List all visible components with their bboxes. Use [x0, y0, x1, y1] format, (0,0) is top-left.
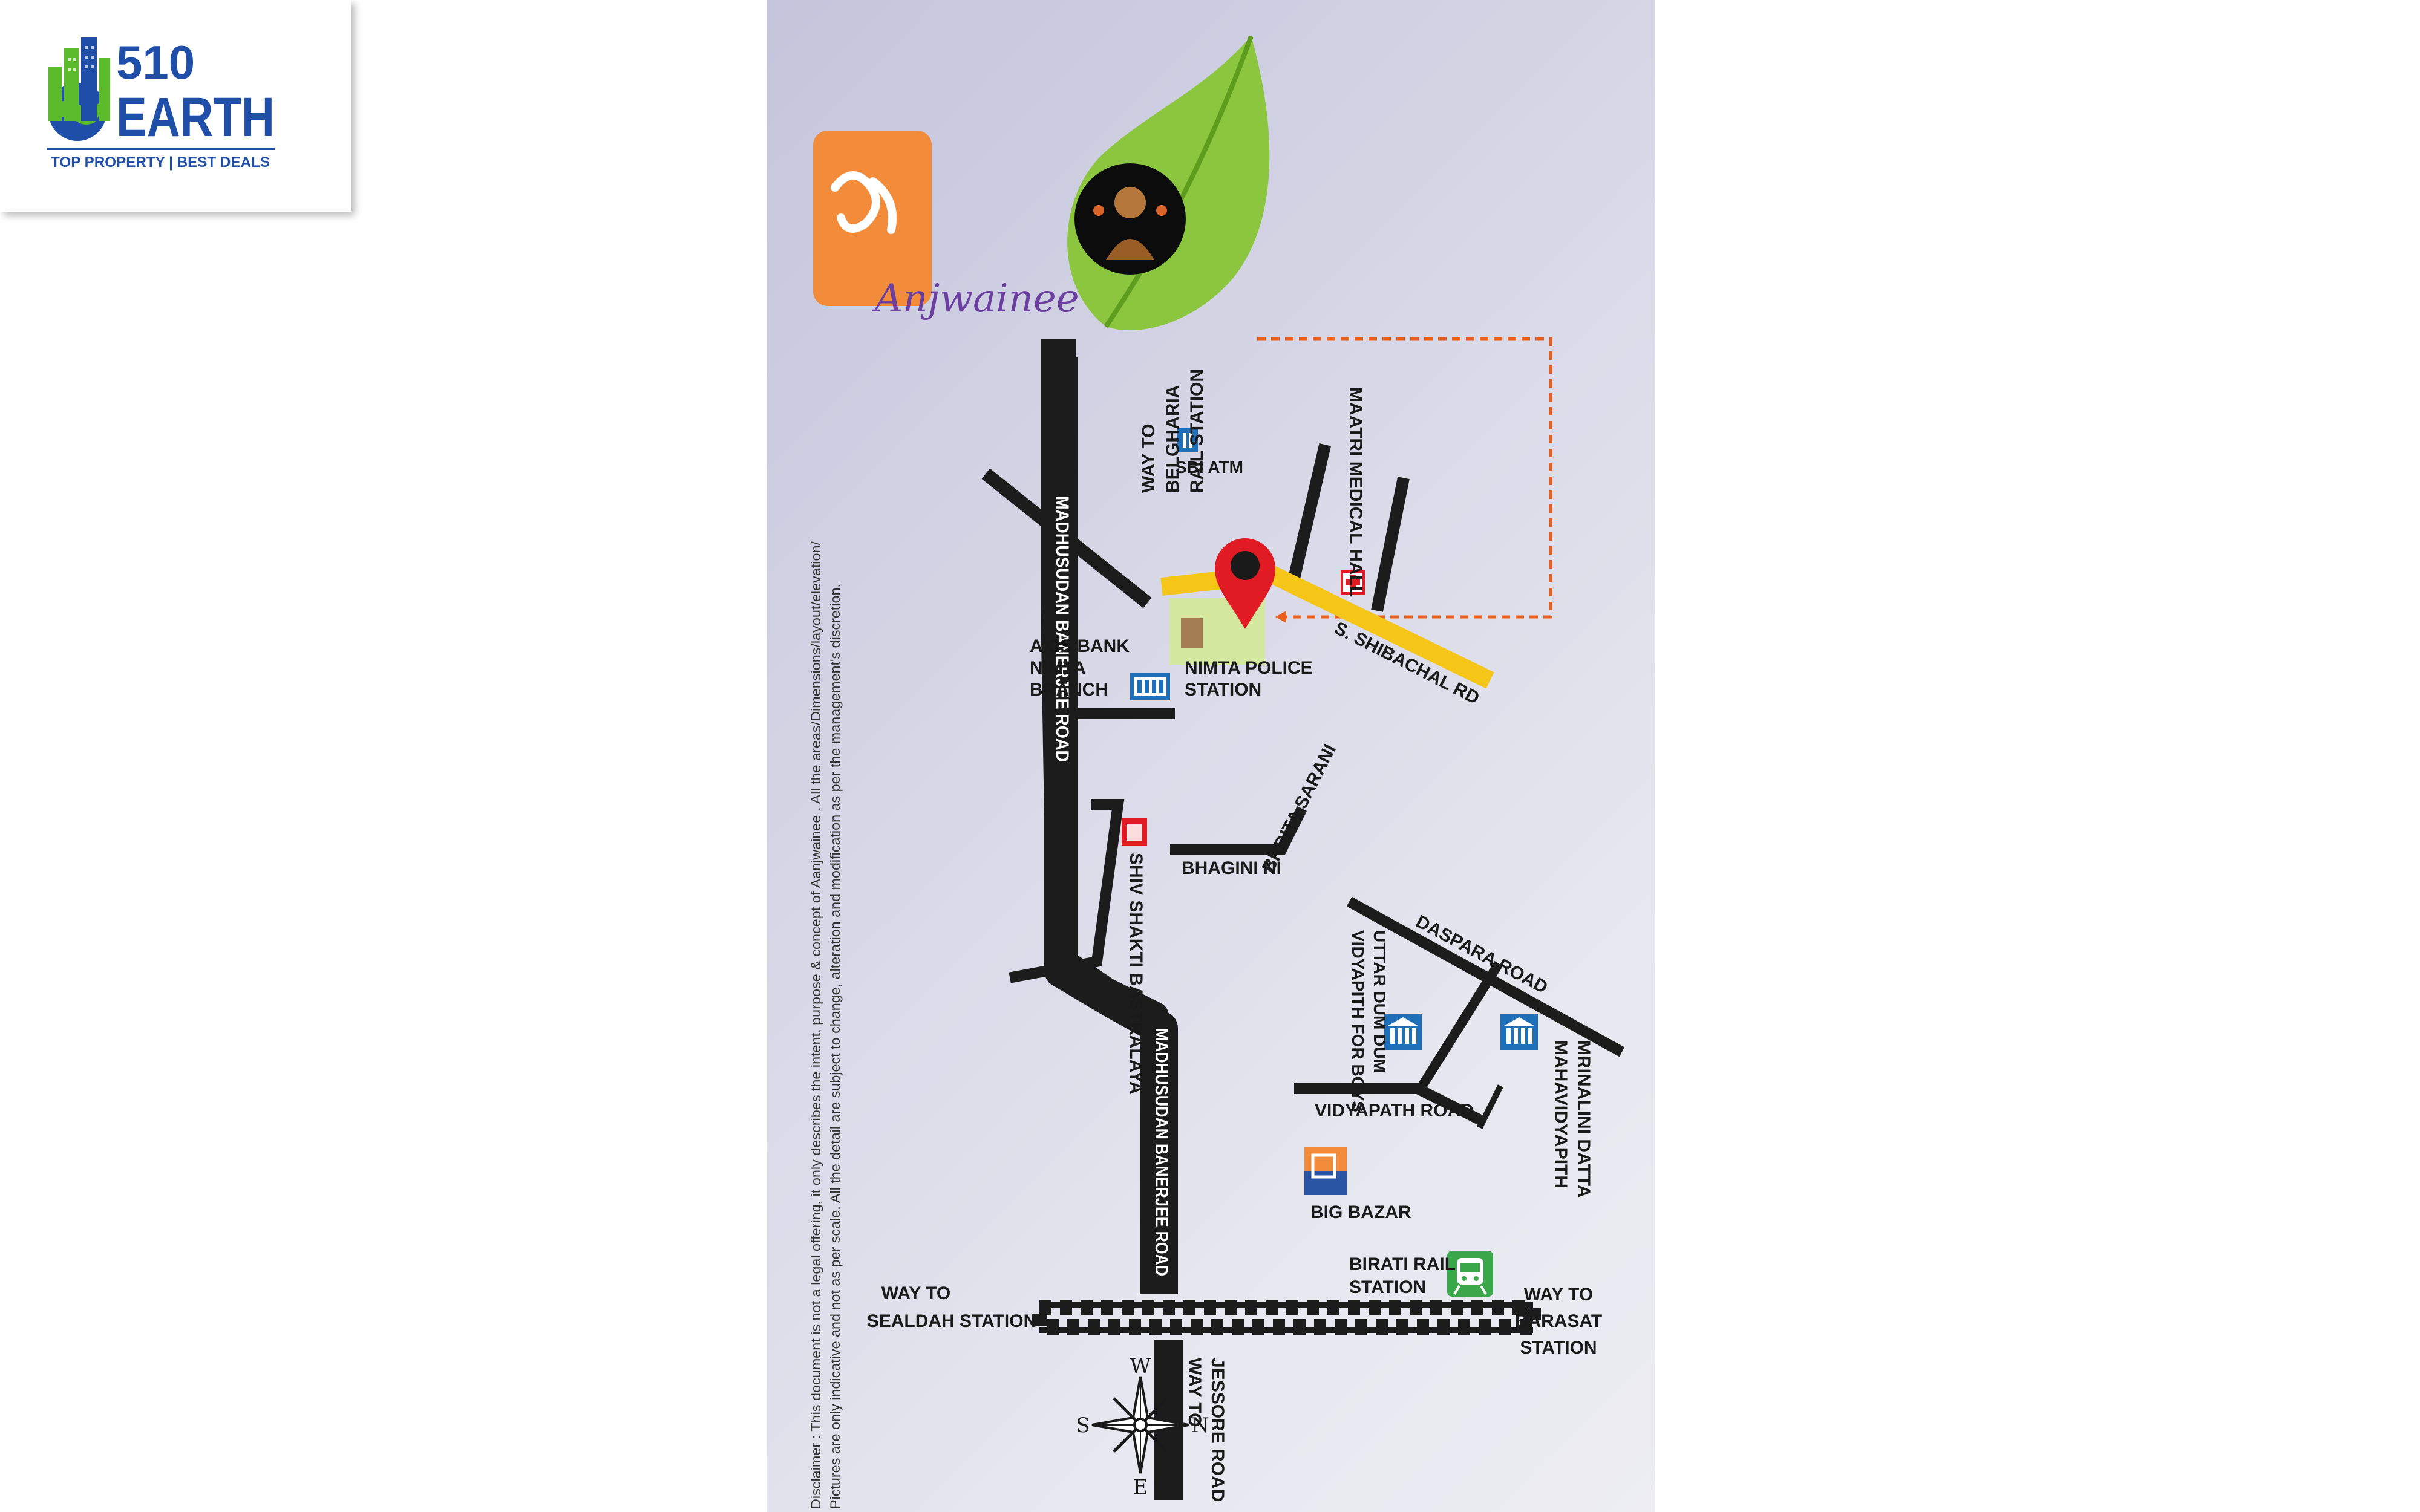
label-barasat-1: WAY TO [1524, 1285, 1594, 1305]
compass-w: W [1130, 1354, 1151, 1378]
logo-word: EARTH [116, 86, 275, 148]
label-shiv-shakti: SHIV SHAKTI BASTRALAYA [1126, 853, 1146, 1095]
brand-name: Anjwainee [872, 276, 1079, 321]
label-jessore: WAY TO JESSORE ROAD [1185, 1358, 1228, 1502]
label-barasat-3: STATION [1520, 1338, 1597, 1358]
logo-number: 510 [116, 36, 195, 89]
road-north-arrow-icon [1060, 339, 1072, 352]
building-icon [81, 37, 97, 121]
svg-text:VIDYAPITH FOR BOYS: VIDYAPITH FOR BOYS [1349, 930, 1367, 1112]
police-station-building-icon [1181, 618, 1203, 648]
label-axis-bank-3: BRANCH [1030, 680, 1108, 700]
route-dashed-line [1257, 337, 1552, 619]
school-icon [1384, 1014, 1422, 1050]
logo-graphic: 510 EARTH TOP PROPERTY | BEST DEALS [47, 36, 275, 171]
label-sealdah-2: SEALDAH STATION [867, 1311, 1037, 1331]
road-maatri-1 [1286, 443, 1332, 588]
deity-medallion-icon [1074, 163, 1186, 275]
svg-text:MAHAVIDYAPITH: MAHAVIDYAPITH [1551, 1040, 1571, 1188]
svg-text:WAY TO: WAY TO [1139, 424, 1159, 494]
railway-line [1032, 1300, 1541, 1335]
disclaimer-line-2: Pictures are only indicative and not as … [828, 584, 843, 1509]
logo-divider [47, 148, 275, 150]
label-police-station-2: STATION [1185, 680, 1261, 700]
logo-tagline: TOP PROPERTY | BEST DEALS [51, 154, 270, 171]
svg-text:WAY TO: WAY TO [1185, 1358, 1205, 1427]
brand-glyph [831, 171, 897, 234]
label-police-station-1: NIMTA POLICE [1185, 658, 1313, 678]
label-sealdah-1: WAY TO [881, 1283, 951, 1303]
brand-logo: Anjwainee [813, 35, 1270, 331]
label-mrinalini: MRINALINI DATTA MAHAVIDYAPITH [1551, 1040, 1594, 1198]
shop-icon [1122, 818, 1147, 846]
road-maatri-2 [1371, 477, 1410, 612]
location-map: Anjwainee [767, 0, 1655, 1512]
map-canvas: Anjwainee [808, 35, 1625, 1509]
college-icon [1500, 1014, 1538, 1050]
label-axis-bank-2: NIMTA [1030, 658, 1086, 678]
compass-n: N [1191, 1413, 1209, 1438]
label-barasat-2: BARASAT [1515, 1311, 1602, 1331]
label-vidyapath-road: VIDYAPATH ROAD [1315, 1101, 1474, 1121]
label-axis-bank-1: AXIS BANK [1030, 636, 1130, 656]
deity-body [1106, 239, 1154, 260]
building-icon [64, 48, 79, 121]
railway-sleepers [1032, 1300, 1541, 1335]
route-arrow-icon [1275, 611, 1286, 623]
logo-card: 510 EARTH TOP PROPERTY | BEST DEALS [0, 0, 351, 212]
deity-head [1114, 187, 1146, 218]
label-maatri-medical: MAATRI MEDICAL HALL [1346, 387, 1365, 597]
train-icon [1447, 1251, 1493, 1297]
building-icon [48, 67, 62, 121]
svg-text:BELGHARIA: BELGHARIA [1163, 385, 1183, 493]
location-pin-icon [1215, 538, 1275, 629]
compass-s: S [1076, 1413, 1090, 1438]
medical-cross-icon [1341, 570, 1365, 595]
label-madhusudan-upper: MADHUSUDAN BANERJEE ROAD [1052, 496, 1072, 762]
building-icon [99, 58, 110, 121]
svg-text:UTTAR DUM DUM: UTTAR DUM DUM [1370, 930, 1389, 1073]
bank-icon [1130, 673, 1170, 700]
label-bhagini-road: BHAGINI NI [1182, 858, 1281, 878]
road-bhagini [1170, 806, 1307, 855]
label-birati-2: STATION [1349, 1277, 1426, 1297]
disclaimer: Disclaimer : This document is not a lega… [808, 541, 843, 1509]
label-uttar-dumdum: UTTAR DUM DUM VIDYAPITH FOR BOYS [1349, 930, 1389, 1112]
svg-text:RAIL STATION: RAIL STATION [1187, 369, 1207, 493]
road-connector [1413, 960, 1503, 1096]
label-belgharia: WAY TO BELGHARIA RAIL STATION [1139, 369, 1207, 493]
compass-rose-icon [1091, 1376, 1189, 1474]
compass-e: E [1133, 1475, 1148, 1499]
label-brdita-sarani: BRDITA SARANI [1258, 741, 1340, 876]
label-sbi-atm: SBI ATM [1176, 458, 1243, 477]
label-big-bazar: BIG BAZAR [1310, 1202, 1411, 1222]
shopping-bag-icon [1304, 1147, 1347, 1195]
svg-text:MRINALINI DATTA: MRINALINI DATTA [1574, 1040, 1594, 1198]
label-birati-1: BIRATI RAIL [1349, 1254, 1456, 1274]
disclaimer-line-1: Disclaimer : This document is not a lega… [808, 541, 823, 1509]
atm-icon [1177, 428, 1198, 452]
svg-text:JESSORE ROAD: JESSORE ROAD [1208, 1358, 1228, 1502]
label-madhusudan-lower: MADHUSUDAN BANERJEE ROAD [1151, 1028, 1171, 1276]
